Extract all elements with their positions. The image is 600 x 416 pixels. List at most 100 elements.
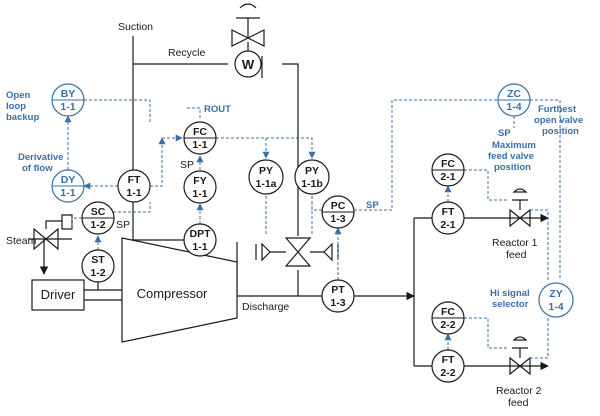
sig-pc-py: [311, 202, 322, 211]
svg-text:DPT: DPT: [190, 228, 212, 240]
label-sp-zc: SP: [498, 128, 511, 139]
svg-text:FY: FY: [193, 175, 206, 187]
label-backup: backup: [6, 112, 39, 123]
svg-text:2-1: 2-1: [440, 171, 455, 183]
label-reactor2: Reactor 2: [496, 385, 542, 397]
svg-text:1-1: 1-1: [126, 187, 141, 199]
sig-sc-valve: [71, 217, 82, 229]
svg-text:PY: PY: [259, 165, 273, 177]
sig-fc11-rout: [186, 107, 201, 118]
svg-text:1-4: 1-4: [506, 101, 521, 113]
svg-text:SC: SC: [91, 206, 106, 218]
instrument-sc-1-2: SC 1-2: [81, 201, 115, 235]
label-hi-signal: Hi signal: [490, 288, 530, 299]
svg-text:PY: PY: [305, 165, 319, 177]
sig-by-backup: [84, 99, 151, 122]
sig-fc21-valve: [464, 169, 508, 201]
svg-text:ZY: ZY: [549, 288, 562, 300]
svg-text:FC: FC: [441, 158, 455, 170]
instrument-fy-1-1: FY 1-1: [183, 170, 217, 204]
reactor1-valve: [509, 208, 531, 228]
label-rout: ROUT: [204, 104, 231, 115]
recycle-line-right: [282, 63, 299, 236]
sig-v2-zy: [530, 318, 549, 359]
label-recycle: Recycle: [168, 47, 206, 59]
svg-text:FT: FT: [442, 206, 455, 218]
reactor1-valve-actuator: [512, 188, 528, 210]
instrument-zy-1-4: ZY 1-4: [538, 282, 574, 318]
process-piping: [28, 36, 549, 371]
recycle-valve-actuators: [261, 242, 333, 262]
svg-text:FT: FT: [128, 174, 141, 186]
sig-v1-zy: [530, 209, 549, 282]
text-labels: Suction Recycle ROUT SP SP SP SP Steam D…: [6, 21, 583, 409]
instrument-pc-1-3: PC 1-3: [321, 195, 355, 229]
instrument-dy-1-1: DY 1-1: [51, 169, 85, 203]
sig-pc-sp: [354, 99, 500, 211]
svg-text:1-1a: 1-1a: [255, 178, 276, 190]
label-of-flow: of flow: [22, 163, 53, 174]
instrument-ft-2-2: FT 2-2: [431, 349, 465, 383]
svg-text:1-1: 1-1: [192, 241, 207, 253]
label-furthest: Furthest: [538, 104, 577, 115]
valves: [33, 188, 531, 376]
driver-label: Driver: [41, 287, 76, 302]
label-discharge: Discharge: [242, 301, 289, 313]
driver-box: [31, 279, 85, 311]
sig-fc22-valve: [464, 317, 508, 349]
instrument-bubbles: BY 1-1 DY 1-1 FC 1-1 FY 1-1 FT 1-1: [51, 83, 574, 383]
instrument-ft-2-1: FT 2-1: [431, 201, 465, 235]
label-open: Open: [6, 90, 30, 101]
svg-text:1-1: 1-1: [192, 139, 207, 151]
label-position-2: position: [542, 126, 579, 137]
steam-valve-actuator-arm: [45, 220, 62, 229]
label-reactor1: Reactor 1: [492, 237, 538, 249]
svg-text:1-3: 1-3: [330, 213, 345, 225]
label-sp-sc: SP: [116, 219, 130, 231]
reactor2-valve: [509, 356, 531, 376]
instrument-py-1-1a: PY 1-1a: [248, 159, 284, 195]
reactor2-valve-actuator: [512, 336, 528, 358]
instrument-fc-1-1: FC 1-1: [183, 121, 217, 155]
compressor: Compressor: [121, 237, 238, 343]
driver-shaft: [84, 289, 122, 301]
label-derivative: Derivative: [18, 152, 63, 163]
svg-text:1-1: 1-1: [60, 187, 75, 199]
signal-lines: [64, 99, 561, 359]
svg-text:2-2: 2-2: [440, 319, 455, 331]
svg-text:1-1: 1-1: [192, 188, 207, 200]
sig-fc11-py11b: [216, 137, 316, 159]
svg-text:BY: BY: [61, 88, 76, 100]
sig-ft11-fc11: [150, 137, 166, 187]
svg-text:ST: ST: [91, 254, 105, 266]
fan-valve-body: [231, 29, 265, 47]
label-open-valve: open valve: [534, 115, 583, 126]
svg-text:ZC: ZC: [507, 88, 521, 100]
svg-text:PC: PC: [331, 200, 346, 212]
svg-text:2-1: 2-1: [440, 219, 455, 231]
steam-valve: [33, 227, 59, 251]
label-steam: Steam: [6, 235, 37, 247]
instrument-by-1-1: BY 1-1: [51, 83, 85, 117]
label-reactor1-feed: feed: [506, 249, 527, 261]
svg-text:1-2: 1-2: [90, 219, 105, 231]
label-sp-fy: SP: [180, 159, 194, 171]
instrument-dpt-1-1: DPT 1-1: [183, 223, 217, 257]
svg-text:1-1b: 1-1b: [301, 178, 323, 190]
recycle-valve: [284, 237, 312, 267]
recycle-valve-actuator-caps: [255, 244, 339, 260]
fan-label: W: [242, 57, 255, 72]
label-suction: Suction: [118, 21, 153, 33]
instrument-st-1-2: ST 1-2: [81, 249, 115, 283]
svg-text:FC: FC: [441, 306, 455, 318]
instrument-fc-2-1: FC 2-1: [431, 153, 465, 187]
sig-zc-zy: [530, 99, 561, 280]
label-loop: loop: [6, 101, 26, 112]
label-position-1: position: [494, 162, 531, 173]
svg-text:1-3: 1-3: [330, 297, 345, 309]
label-sp-pc: SP: [366, 200, 379, 211]
driver: Driver: [31, 279, 85, 311]
steam-valve-actuator: [61, 214, 73, 230]
label-reactor2-feed: feed: [508, 397, 529, 409]
